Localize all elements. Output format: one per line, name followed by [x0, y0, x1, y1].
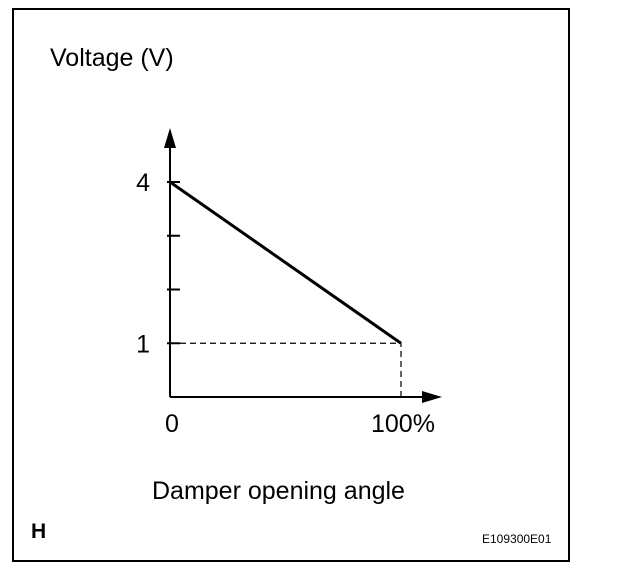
- x-axis-arrow: [422, 391, 442, 403]
- x-axis-label: Damper opening angle: [152, 477, 405, 505]
- x-tick-label-100: 100%: [371, 410, 435, 438]
- series-line-0: [169, 180, 402, 345]
- y-axis-label: Voltage (V): [50, 44, 174, 72]
- y-axis-arrow: [164, 128, 176, 148]
- figure-code: E109300E01: [482, 532, 552, 546]
- x-tick-label-0: 0: [165, 410, 179, 438]
- y-tick-label-4: 4: [136, 169, 150, 197]
- y-tick-label-1: 1: [136, 330, 150, 358]
- corner-label: H: [31, 520, 47, 543]
- figure-frame: [12, 8, 570, 562]
